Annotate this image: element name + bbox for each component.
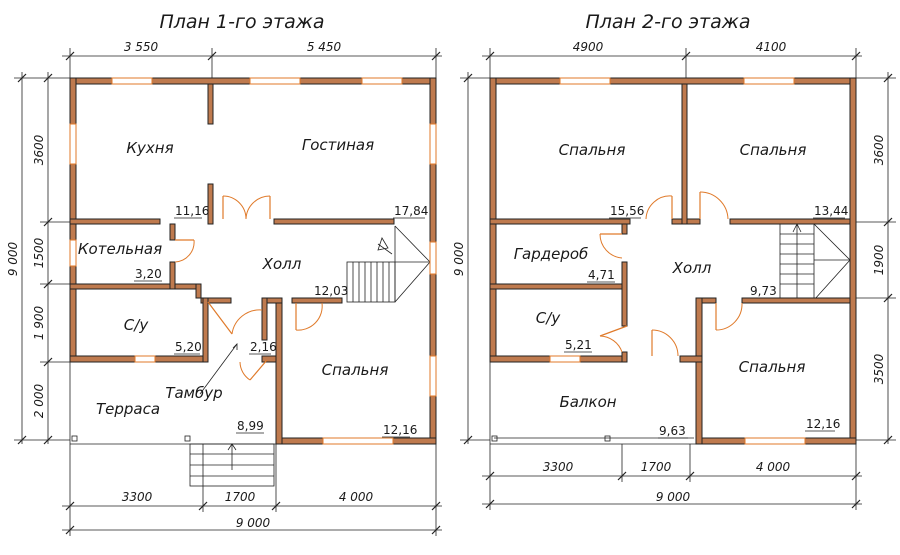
area-bedroom-2c: 12,16 [806,417,840,431]
floor-2-dim-right-1: 3600 [872,134,886,165]
floor-1-windows [69,77,437,445]
floor-1-dim-bottom-1: 3300 [122,490,153,504]
floor-2-dim-top-right: 4100 [756,40,787,54]
floor-2-dims-bottom: 3300 1700 4 000 9 000 [482,444,862,510]
room-tambour-label: Тамбур [165,384,222,402]
floor-1-doors [174,195,323,381]
area-tambour: 2,16 [250,340,277,354]
floor-1-dims-left: 9 000 3600 1500 1 900 2 000 [6,72,70,445]
room-wardrobe-label: Гардероб [514,245,589,263]
floor-2-area-labels: 15,56 13,44 4,71 9,73 5,21 9,63 12,16 [564,204,848,439]
area-hall-1: 12,03 [314,284,348,298]
floor-2-dims-right: 3600 1900 3500 [856,72,896,445]
area-hall-2: 9,73 [750,284,777,298]
room-hall-2-label: Холл [672,259,712,277]
room-boiler-label: Котельная [78,240,162,258]
area-bedroom-1: 12,16 [383,423,417,437]
floor-1-dim-left-2: 1500 [32,237,46,268]
floor-2-dim-top-left: 4900 [573,40,604,54]
floor-2-dim-bottom-2: 1700 [641,460,672,474]
area-living: 17,84 [394,204,428,218]
area-kitchen: 11,16 [175,204,209,218]
room-bedroom-2c-label: Спальня [739,358,806,376]
floor-1-dim-left-total: 9 000 [6,241,20,276]
floor-1-dim-top-right: 5 450 [307,40,342,54]
floor-1-porch-steps [189,443,275,487]
floor-1-dim-left-4: 2 000 [32,383,46,418]
area-boiler: 3,20 [135,267,162,281]
floor-1-dims-top: 3 550 5 450 [62,40,442,78]
room-kitchen-label: Кухня [126,139,173,157]
area-balcony: 9,63 [659,424,686,438]
floor-1-dim-left-1: 3600 [32,134,46,165]
floor-1-staircase [346,225,431,303]
area-bedroom-2b: 13,44 [814,204,848,218]
floor-1-area-labels: 11,16 17,84 3,20 12,03 5,20 2,16 8,99 12… [134,204,428,438]
floor-1-dim-bottom-2: 1700 [225,490,256,504]
floor-1-title: План 1-го этажа [159,11,324,33]
floor-2-windows [549,77,806,445]
floor-1-walls [69,77,437,445]
area-bath-2: 5,21 [565,338,592,352]
room-balcony-label: Балкон [559,393,616,411]
room-bedroom-2a-label: Спальня [559,141,626,159]
floor-2-title: План 2-го этажа [585,11,750,33]
floor-1-dims-bottom: 3300 1700 4 000 9 000 [62,444,442,536]
area-bedroom-2a: 15,56 [610,204,644,218]
room-hall-1-label: Холл [262,255,302,273]
floor-2-dims-left: 9 000 [452,72,490,445]
area-bath-1: 5,20 [175,340,202,354]
floor-1-room-labels: Кухня Гостиная Котельная Холл С/у Тамбур… [78,136,388,418]
room-terrace-label: Терраса [96,400,160,418]
floor-1-dim-top-left: 3 550 [124,40,159,54]
floor-2-plan: План 2-го этажа 4900 4100 9 000 [452,11,896,510]
room-living-label: Гостиная [302,136,374,154]
floor-2-dim-bottom-total: 9 000 [656,490,691,504]
floor-2-staircase [779,223,851,301]
floor-2-dim-right-2: 1900 [872,244,886,275]
floor-2-dim-left-total: 9 000 [452,241,466,276]
floor-2-dim-bottom-1: 3300 [543,460,574,474]
room-bedroom-2b-label: Спальня [740,141,807,159]
floor-1-dim-left-3: 1 900 [32,305,46,340]
floor-2-dims-top: 4900 4100 [482,40,862,78]
floor-1-dim-bottom-3: 4 000 [339,490,374,504]
floor-2-doors [599,191,743,357]
room-bath-1-label: С/у [124,316,150,334]
floor-2-room-labels: Спальня Спальня Гардероб Холл С/у Балкон… [514,141,807,411]
floor-1-dim-bottom-total: 9 000 [236,516,271,530]
room-bedroom-1-label: Спальня [322,361,389,379]
floor-2-dim-right-3: 3500 [872,353,886,384]
area-wardrobe: 4,71 [588,268,615,282]
floor-2-dim-bottom-3: 4 000 [756,460,791,474]
area-terrace: 8,99 [237,419,264,433]
room-bath-2-label: С/у [536,309,562,327]
floor-1-plan: План 1-го этажа 3 550 5 450 [6,11,442,536]
